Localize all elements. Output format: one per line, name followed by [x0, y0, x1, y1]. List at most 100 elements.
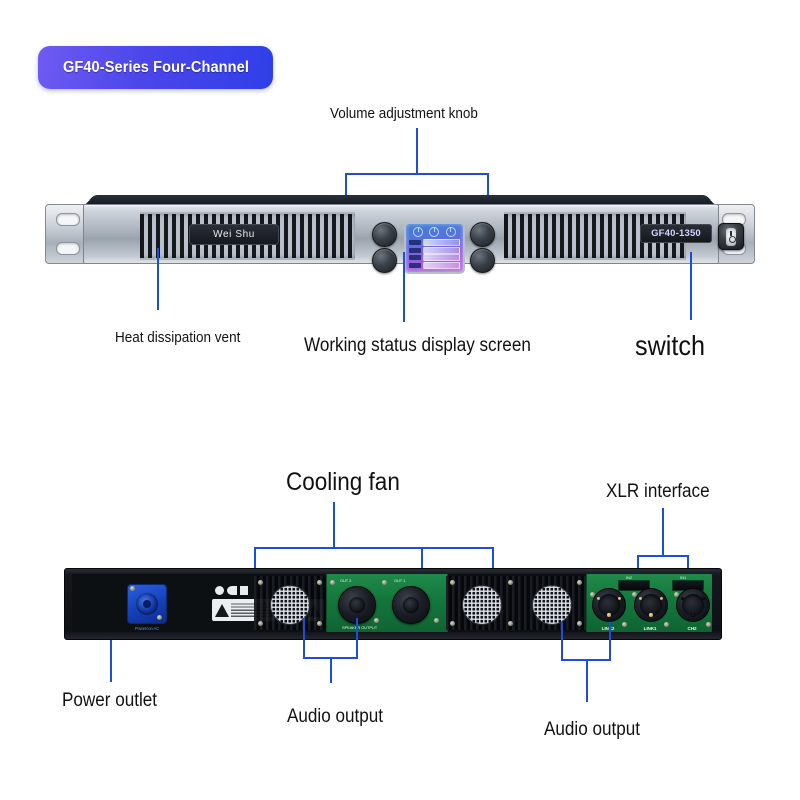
input-dip-block-2[interactable]	[618, 580, 650, 591]
lcd-row-tag	[409, 255, 421, 261]
power-switch[interactable]	[718, 223, 744, 250]
lcd-meter-row	[409, 246, 460, 254]
xlr-pin	[607, 613, 611, 617]
leader-fan-stem	[333, 502, 335, 548]
warning-triangle-icon	[215, 603, 229, 617]
leader-display-screen	[403, 252, 405, 322]
leader-fan-branch-2	[421, 547, 423, 586]
screw	[258, 580, 263, 585]
callout-audio-output-right: Audio output	[544, 719, 641, 740]
screw	[674, 592, 679, 597]
screw	[590, 592, 595, 597]
screw	[317, 580, 322, 585]
lcd-row-tag	[409, 240, 421, 245]
dip-label-1: IN1	[680, 575, 687, 580]
ce-mark-icon	[227, 586, 237, 595]
protect-status-icon	[445, 227, 456, 237]
leader-audio-right-branch-1	[561, 622, 563, 660]
leader-audio-left-branch-1	[303, 618, 305, 658]
xlr-label-link2: LINK2	[601, 626, 615, 631]
xlr-label-ch2: CH2	[687, 626, 697, 631]
volume-knob-bottom-right[interactable]	[470, 248, 495, 273]
model-label: GF40-1350	[651, 228, 701, 239]
screw	[706, 622, 711, 627]
leader-audio-right-stem	[586, 659, 588, 702]
leader-heat-vent	[157, 248, 159, 310]
xlr-pin	[701, 596, 705, 600]
brand-plate: Wei Shu	[189, 224, 279, 245]
callout-audio-output-left: Audio output	[287, 706, 384, 727]
xlr-pin	[659, 596, 663, 600]
rear-inner-panel: Powercon AC OUT 2 OUT 1	[72, 574, 712, 632]
screw	[664, 622, 669, 627]
xlr-cup	[640, 594, 662, 616]
xlr-pin	[681, 596, 685, 600]
leader-fan-branch-3	[492, 547, 494, 586]
callout-switch: switch	[635, 330, 706, 361]
power-status-icon	[413, 227, 424, 237]
screw	[434, 618, 439, 623]
speakon-output-2[interactable]	[338, 586, 376, 624]
speakon-label-2: OUT 2	[340, 578, 352, 583]
xlr-pin	[597, 596, 601, 600]
callout-volume-knob: Volume adjustment knob	[330, 105, 478, 122]
cooling-fan-1	[270, 585, 310, 625]
cooling-fan-3	[532, 585, 572, 625]
dip-label-2: IN2	[626, 575, 633, 580]
volume-knob-top-left[interactable]	[372, 222, 397, 247]
xlr-pin	[649, 613, 653, 617]
screw	[577, 580, 582, 585]
callout-power-outlet: Power outlet	[62, 690, 158, 711]
screw	[508, 580, 513, 585]
cooling-fan-2	[462, 585, 502, 625]
screw	[632, 592, 637, 597]
lcd-row-bar	[423, 239, 460, 246]
lcd-row-tag	[409, 262, 421, 268]
screw	[258, 621, 263, 626]
amplifier-rear-panel: Powercon AC OUT 2 OUT 1	[64, 568, 722, 640]
leader-audio-right-branch-2	[609, 622, 611, 660]
screw	[374, 618, 379, 623]
xlr-connector-link2[interactable]	[592, 588, 626, 622]
leader-audio-left-stem	[330, 657, 332, 683]
xlr-cup	[598, 594, 620, 616]
screw	[157, 615, 162, 620]
screw	[622, 622, 627, 627]
leader-fan-branch-1	[254, 547, 256, 586]
screw	[382, 580, 387, 585]
lcd-meter-row	[409, 254, 460, 262]
xlr-pin	[639, 596, 643, 600]
product-series-badge-label: GF40-Series Four-Channel	[62, 58, 249, 76]
leader-fan-crossbar	[254, 547, 494, 549]
xlr-connector-link1[interactable]	[634, 588, 668, 622]
xlr-pin	[691, 613, 695, 617]
amplifier-front-panel: Wei Shu GF40-1350	[45, 192, 755, 274]
callout-cooling-fan: Cooling fan	[286, 468, 400, 496]
volume-knob-bottom-left[interactable]	[372, 248, 397, 273]
leader-volume-stem	[416, 128, 418, 174]
waste-bin-mark-icon	[240, 586, 248, 595]
volume-knob-top-right[interactable]	[470, 222, 495, 247]
signal-status-icon	[429, 227, 440, 237]
powercon-label: Powercon AC	[134, 626, 160, 631]
rack-hole	[56, 242, 80, 255]
leader-audio-left-branch-2	[356, 618, 358, 658]
screw	[450, 580, 455, 585]
speakon-output-1[interactable]	[392, 586, 430, 624]
screw	[577, 621, 582, 626]
screw	[130, 586, 135, 591]
lcd-meter-row	[409, 261, 460, 269]
screw	[330, 580, 335, 585]
screw	[508, 621, 513, 626]
leader-xlr-stem	[662, 508, 664, 556]
power-switch-rocker-icon	[726, 227, 736, 246]
callout-heat-vent: Heat dissipation vent	[115, 329, 241, 346]
working-status-display-screen	[404, 222, 465, 274]
rack-ear-left	[45, 204, 89, 264]
callout-display-screen: Working status display screen	[304, 335, 531, 356]
leader-power-outlet	[110, 640, 112, 682]
rack-hole	[56, 213, 80, 226]
screw	[450, 621, 455, 626]
xlr-label-link1: LINK1	[643, 626, 657, 631]
xlr-connector-ch2[interactable]	[676, 588, 710, 622]
